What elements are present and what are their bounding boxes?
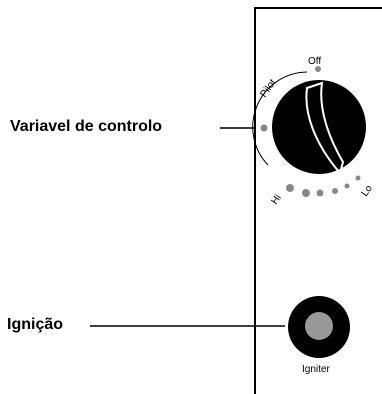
ignition-label: Ignição xyxy=(7,316,64,333)
flame-dot-2 xyxy=(302,189,310,197)
dial-range-arc xyxy=(252,71,308,166)
control-variable-label: Variavel de controlo xyxy=(10,118,163,135)
off-position-dot xyxy=(315,66,321,72)
igniter-label: Igniter xyxy=(302,364,330,375)
lo-label: Lo xyxy=(359,183,375,199)
pilot-position-dot xyxy=(260,124,268,132)
control-knob[interactable] xyxy=(272,80,366,176)
hi-label: Hi xyxy=(269,193,283,207)
flame-dot-5 xyxy=(344,183,350,189)
knob-grip-highlight xyxy=(305,81,345,176)
lo-position-dot xyxy=(355,175,361,181)
flame-dot-4 xyxy=(332,188,338,194)
flame-dot-3 xyxy=(316,189,324,197)
pilot-label: Pilot xyxy=(258,77,278,99)
igniter-button[interactable] xyxy=(288,296,350,358)
off-label: Off xyxy=(308,56,321,67)
hi-position-dot xyxy=(286,184,294,192)
